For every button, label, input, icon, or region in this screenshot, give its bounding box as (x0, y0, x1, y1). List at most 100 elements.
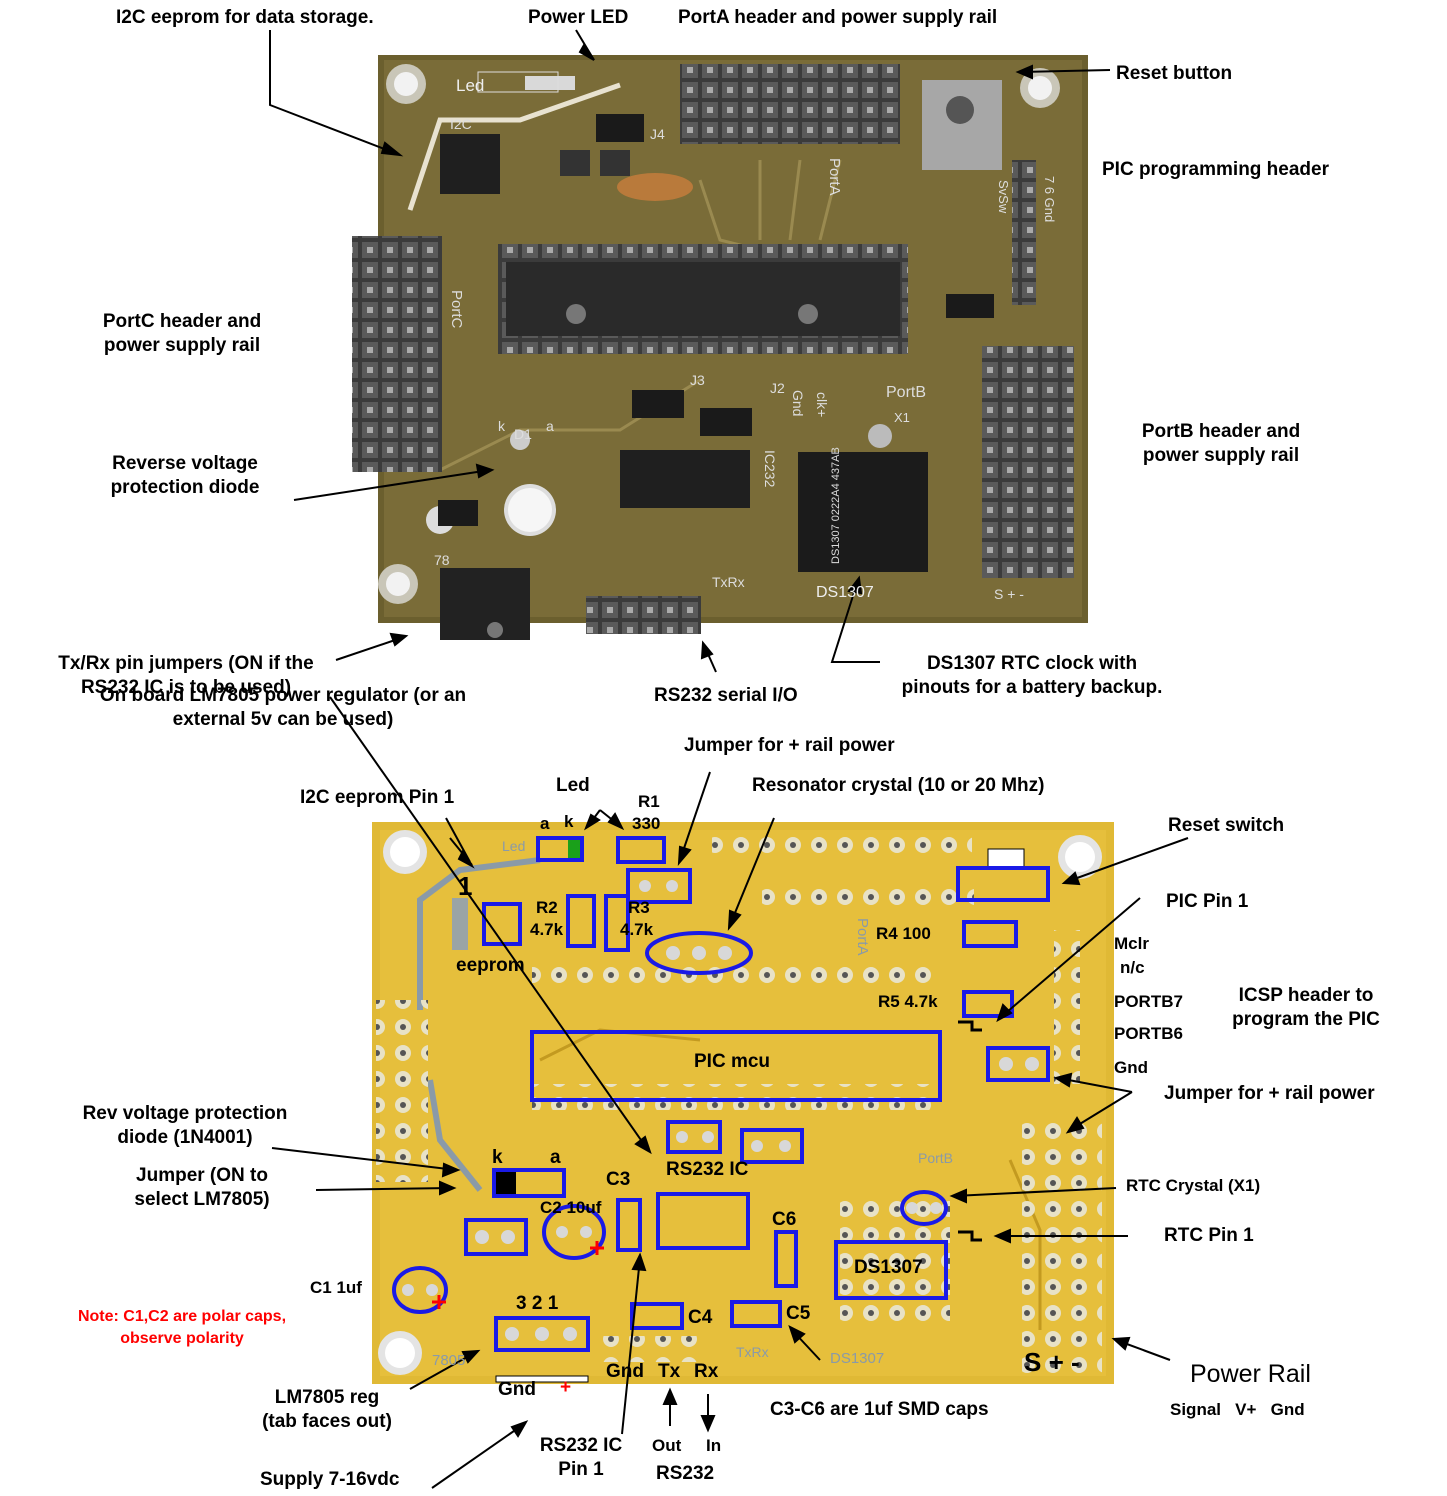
silk-clk: clk+ (814, 392, 830, 417)
lm7805-regulator (440, 568, 530, 640)
label-rev-line1: Reverse voltage (88, 452, 282, 476)
silk-a: a (546, 418, 554, 434)
power-led (525, 76, 575, 90)
label-ds1307: DS1307 (854, 1256, 923, 1280)
label-note-line1: Note: C1,C2 are polar caps, (36, 1306, 328, 1328)
label-caps-smd: C3-C6 are 1uf SMD caps (770, 1398, 989, 1422)
label-porta: PortA header and power supply rail (678, 6, 997, 30)
label-rs232-ic: RS232 IC (666, 1158, 748, 1182)
silk-d1: D1 (514, 426, 532, 442)
silk-svsw: SvSw (996, 180, 1011, 213)
silk-ds1307-bottom: DS1307 (830, 1350, 884, 1367)
label-c6: C6 (772, 1208, 796, 1232)
label-signal-v-gnd: Signal V+ Gnd (1170, 1398, 1305, 1422)
label-c1: C1 1uf (310, 1276, 362, 1300)
label-rs232: RS232 (656, 1462, 714, 1486)
silk-ic232: IC232 (762, 450, 778, 487)
label-jumper-line2: select LM7805) (110, 1188, 294, 1212)
silk-gnd: Gnd (790, 390, 806, 416)
label-diode-a: a (550, 1146, 561, 1170)
label-lm7805-line2: external 5v can be used) (46, 708, 520, 732)
label-pic-pin1: PIC Pin 1 (1166, 890, 1248, 914)
label-r4: R4 100 (876, 922, 931, 946)
silk-i2c: I2C (450, 116, 472, 132)
silk-j3: J3 (690, 372, 705, 388)
label-pic-prog: PIC programming header (1102, 158, 1329, 182)
label-eeprom: eeprom (456, 954, 525, 978)
label-lm7805-reg-line2: (tab faces out) (236, 1410, 418, 1434)
label-note: Note: C1,C2 are polar caps, observe pola… (36, 1306, 328, 1350)
label-lm7805-reg: LM7805 reg (tab faces out) (236, 1386, 418, 1434)
label-gnd-rs232: Gnd (606, 1360, 644, 1384)
label-led: Led (556, 774, 590, 798)
label-rtc-crystal: RTC Crystal (X1) (1126, 1174, 1260, 1198)
label-txrx-line2: RS232 IC is to be used) (34, 676, 338, 700)
label-icsp-line2: program the PIC (1206, 1008, 1406, 1032)
label-s-plus-minus: S + - (1024, 1348, 1080, 1376)
label-rs232-pin-line1: RS232 IC (526, 1434, 636, 1458)
label-resonator: Resonator crystal (10 or 20 Mhz) (752, 774, 1044, 798)
label-icsp-line1: ICSP header to (1206, 984, 1406, 1008)
label-r1: R1 (638, 790, 660, 814)
label-rs232-pin-line2: Pin 1 (526, 1458, 636, 1482)
label-ds1307-rtc: DS1307 RTC clock with pinouts for a batt… (870, 652, 1194, 700)
label-r2-value: 4.7k (530, 918, 563, 942)
label-r2: R2 (536, 896, 558, 920)
label-gnd-icsp: Gnd (1114, 1056, 1148, 1080)
silk-portb: PortB (886, 384, 926, 402)
label-nc: n/c (1120, 956, 1145, 980)
label-reverse-diode: Reverse voltage protection diode (88, 452, 282, 500)
label-portb6: PORTB6 (1114, 1022, 1183, 1046)
label-portb-line2: power supply rail (1118, 444, 1324, 468)
label-r5: R5 4.7k (878, 990, 938, 1014)
silk-txrx: TxRx (712, 574, 745, 590)
label-r3: R3 (628, 896, 650, 920)
label-plus-supply: + (560, 1376, 571, 1400)
label-rs232-ic-pin1: RS232 IC Pin 1 (526, 1434, 636, 1482)
label-tx: Tx (658, 1360, 680, 1384)
silk-portb-bottom: PortB (918, 1150, 953, 1166)
label-jumper-lm7805: Jumper (ON to select LM7805) (110, 1164, 294, 1212)
silk-ds1307: DS1307 (816, 584, 874, 602)
label-rev-line2: protection diode (88, 476, 282, 500)
silk-led: Led (456, 76, 484, 96)
silk-j2: J2 (770, 380, 785, 396)
rs232-chip (620, 450, 750, 508)
silk-j4: J4 (650, 126, 665, 142)
label-gnd-supply: Gnd (498, 1378, 536, 1402)
silk-gnd2: 7 6 Gnd (1042, 176, 1057, 222)
label-note-line2: observe polarity (36, 1328, 328, 1350)
label-reset-switch: Reset switch (1168, 814, 1284, 838)
ds1307-chip (798, 452, 928, 572)
silk-7805: 7805 (432, 1352, 465, 1369)
label-c2: C2 10uf (540, 1196, 601, 1220)
label-portb: PortB header and power supply rail (1118, 420, 1324, 468)
silk-k: k (498, 418, 505, 434)
label-ds1307-line2: pinouts for a battery backup. (870, 676, 1194, 700)
label-ds1307-line1: DS1307 RTC clock with (870, 652, 1194, 676)
silk-porta: PortA (826, 158, 843, 196)
porta-header (680, 64, 900, 144)
label-pin-1: 1 (458, 874, 472, 898)
label-pic-mcu: PIC mcu (694, 1050, 770, 1074)
silk-led-bottom: Led (502, 838, 525, 854)
label-out: Out (652, 1434, 681, 1458)
label-reset-button: Reset button (1116, 62, 1232, 86)
label-txrx-line1: Tx/Rx pin jumpers (ON if the (34, 652, 338, 676)
chip-marking: DS1307 0222A4 437AB (830, 468, 842, 564)
label-power-rail: Power Rail (1190, 1362, 1311, 1386)
label-rev-voltage-line2: diode (1N4001) (52, 1126, 318, 1150)
label-jumper-rail-top: Jumper for + rail power (684, 734, 895, 758)
label-portb7: PORTB7 (1114, 990, 1183, 1014)
label-portc-line1: PortC header and (80, 310, 284, 334)
label-portb-line1: PortB header and (1118, 420, 1324, 444)
label-rev-voltage: Rev voltage protection diode (1N4001) (52, 1102, 318, 1150)
silk-s-plus-minus: S + - (994, 586, 1024, 602)
eeprom-chip (440, 134, 500, 194)
label-mclr: Mclr (1114, 932, 1149, 956)
label-diode-k: k (492, 1146, 503, 1170)
silk-porta-bottom: PortA (854, 918, 871, 956)
portb-header (982, 346, 1074, 578)
label-rtc-pin1: RTC Pin 1 (1164, 1224, 1254, 1248)
silk-portc: PortC (448, 290, 465, 328)
